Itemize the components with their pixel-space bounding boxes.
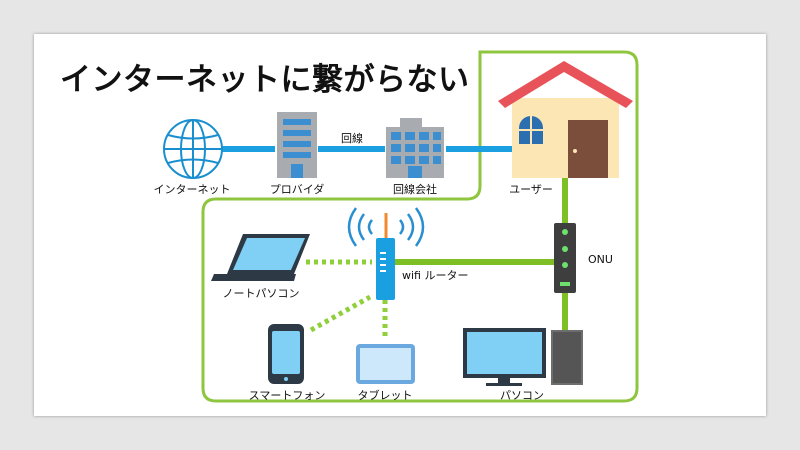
- globe-icon: [163, 119, 223, 179]
- label-user: ユーザー: [509, 183, 553, 196]
- label-tablet: タブレット: [357, 389, 413, 402]
- smartphone-icon: [268, 324, 304, 384]
- label-smartphone: スマートフォン: [248, 389, 326, 402]
- label-notebook: ノートパソコン: [222, 287, 300, 300]
- label-provider: プロバイダ: [269, 183, 325, 196]
- label-line: 回線: [341, 132, 363, 145]
- desktop-pc-icon: [463, 328, 583, 386]
- wifi-link-smartphone: [309, 294, 372, 333]
- laptop-icon: [211, 234, 310, 281]
- page-title: インターネットに繋がらない: [60, 62, 470, 98]
- tablet-icon: [356, 344, 415, 384]
- home-network-outline: [201, 50, 639, 403]
- label-internet: インターネット: [153, 183, 231, 196]
- label-onu: ONU: [588, 253, 613, 266]
- label-router: wifi ルーター: [402, 269, 469, 282]
- label-line-company: 回線会社: [393, 183, 437, 196]
- office-building-icon: [277, 112, 317, 178]
- building-icon: [386, 118, 444, 178]
- onu-icon: [554, 223, 576, 293]
- label-pc: パソコン: [500, 389, 544, 402]
- router-icon: [347, 207, 425, 300]
- house-icon: [498, 61, 633, 178]
